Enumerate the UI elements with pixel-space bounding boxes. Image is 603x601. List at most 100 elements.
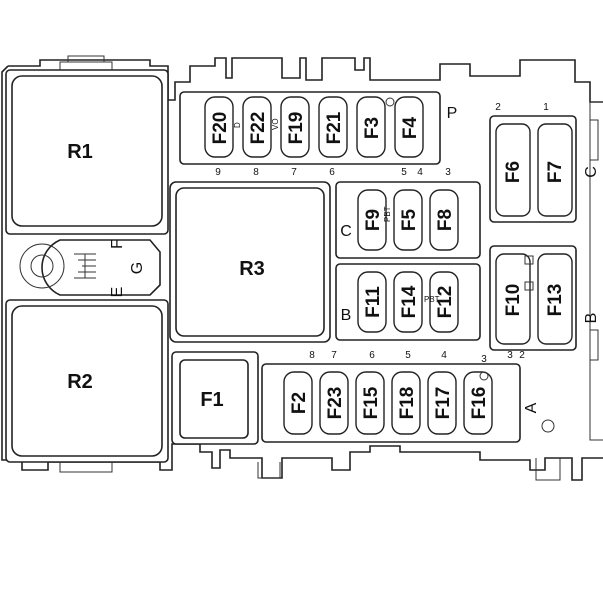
pin-number: 7: [331, 350, 337, 361]
fuse-f18-label: F18: [397, 387, 418, 420]
ground-symbol-icon: [74, 253, 96, 279]
relay-r3-label: R3: [239, 258, 265, 280]
relay-r1-top-latch: [59, 55, 113, 70]
fuse-f8-label: F8: [435, 209, 456, 231]
housing-outline-left: [1, 65, 180, 471]
bottom-pin-numbers: 8 7 6 5 4 3 3 2: [309, 350, 525, 365]
fuse-f6[interactable]: [495, 123, 531, 217]
marking-pbt-mid: PBT: [424, 295, 440, 304]
relay-r1[interactable]: [11, 75, 163, 227]
letter-e: E: [109, 287, 126, 298]
pin-number: 6: [329, 167, 335, 178]
fuse-f20[interactable]: [204, 96, 234, 158]
fuse-f12[interactable]: [429, 271, 459, 333]
fuse-f22[interactable]: [242, 96, 272, 158]
fuse-f3-label: F3: [362, 117, 383, 139]
relay-r2-bottom-latch: [59, 462, 113, 473]
fuse-f1-label: F1: [200, 389, 223, 411]
fuse-f15[interactable]: [355, 371, 385, 435]
slot-marker: [524, 281, 534, 291]
fuse-f6-label: F6: [503, 161, 524, 183]
fuse-f10[interactable]: [495, 253, 531, 345]
pin-number: 4: [441, 350, 447, 361]
letter-b-left: B: [341, 307, 352, 324]
fuse-f4-label: F4: [400, 116, 421, 139]
marking-vo: VO: [271, 118, 280, 130]
fuse-f11[interactable]: [357, 271, 387, 333]
fuse-f2[interactable]: [283, 371, 313, 435]
letter-c-right: C: [583, 166, 600, 178]
bolt-outer: [19, 243, 65, 289]
pin-number: 7: [291, 167, 297, 178]
housing-outline: [8, 57, 603, 103]
fuse-f14[interactable]: [393, 271, 423, 333]
right-edge-notch: [590, 119, 599, 361]
bolt-inner: [30, 254, 54, 278]
pin-number: 8: [309, 350, 315, 361]
fuse-f17[interactable]: [427, 371, 457, 435]
fuse-f7[interactable]: [537, 123, 573, 217]
pin-number: 4: [417, 167, 423, 178]
fuse-f12-label: F12: [435, 286, 456, 319]
marking-x-icon: [385, 97, 395, 107]
pin-number: 5: [401, 167, 407, 178]
fuse-f16[interactable]: [463, 371, 493, 435]
relay-r3[interactable]: [175, 187, 325, 337]
fuse-f19-label: F19: [286, 112, 307, 145]
marking-x-icon: [479, 371, 489, 381]
bottom-tab-right: [535, 458, 561, 481]
letter-f: F: [109, 239, 126, 249]
top-fuse-strip-fuses: [204, 96, 424, 158]
fuse-f4[interactable]: [394, 96, 424, 158]
fuse-f7-label: F7: [545, 161, 566, 183]
fuse-f18[interactable]: [391, 371, 421, 435]
fuse-f15-label: F15: [361, 386, 382, 419]
pin-number: 2: [495, 102, 501, 113]
fuse-f8[interactable]: [429, 189, 459, 251]
fuse-f23-label: F23: [325, 387, 346, 420]
pin-number: 3: [481, 354, 487, 365]
fuse-f5[interactable]: [393, 189, 423, 251]
bottom-tab-left: [257, 462, 281, 479]
fuse-f23[interactable]: [319, 371, 349, 435]
right-edge-detail: [589, 101, 603, 441]
bolt-bracket: [41, 239, 161, 296]
fuse-f10-label: F10: [503, 284, 524, 317]
pin-number: 6: [369, 350, 375, 361]
marking-pbt-top: PBT: [383, 206, 392, 222]
fuse-f2-label: F2: [289, 392, 310, 414]
pin-number: 3: [445, 167, 451, 178]
letter-b-right: B: [583, 313, 600, 324]
screw-hole: [541, 419, 555, 433]
marking-d: D: [233, 122, 242, 128]
fuse-f13[interactable]: [537, 253, 573, 345]
fuse-f20-label: F20: [210, 112, 231, 145]
slot-marker: [524, 255, 534, 265]
pin-number: 9: [215, 167, 221, 178]
fuse-f13-label: F13: [545, 284, 566, 317]
pin-number: 2: [519, 350, 525, 361]
top-pin-numbers: 9 8 7 6 5 4 3: [215, 167, 451, 178]
fuse-f9[interactable]: [357, 189, 387, 251]
fuse-f1[interactable]: [179, 359, 249, 439]
housing-outline-bottom: [180, 443, 603, 481]
fuse-f11-label: F11: [363, 286, 384, 318]
fuse-f22-label: F22: [248, 112, 269, 145]
relay-r2[interactable]: [11, 305, 163, 457]
pin-number: 8: [253, 167, 259, 178]
fuse-f21[interactable]: [318, 96, 348, 158]
fuse-f3[interactable]: [356, 96, 386, 158]
fuse-f21-label: F21: [324, 111, 345, 144]
letter-p: P: [447, 105, 458, 122]
fuse-f14-label: F14: [399, 285, 420, 318]
pin-number: 1: [543, 102, 549, 113]
fuse-f19[interactable]: [280, 96, 310, 158]
fuse-f17-label: F17: [433, 387, 454, 420]
relay-r1-label: R1: [67, 141, 93, 163]
relay-r2-label: R2: [67, 371, 93, 393]
fuse-f16-label: F16: [469, 387, 490, 420]
letter-g: G: [129, 262, 146, 274]
fuse-f5-label: F5: [399, 208, 420, 231]
letter-a: A: [523, 402, 540, 413]
